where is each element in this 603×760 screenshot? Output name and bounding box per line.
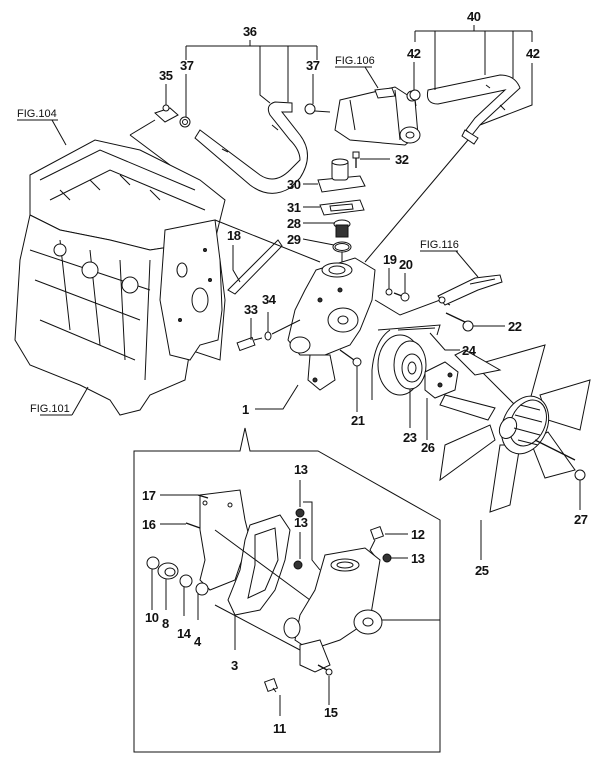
callout-27[interactable]: 27 [574,512,588,527]
callout-13-right[interactable]: 13 [411,551,425,566]
callout-labels: 36 37 37 35 40 42 42 32 30 31 28 29 18 1… [142,9,588,736]
water-pump-assembly [287,257,376,391]
water-temp-sensor-33 [236,336,263,352]
bolt-15 [317,664,333,676]
callout-30[interactable]: 30 [287,177,301,192]
bolt-32 [352,151,360,168]
callout-20[interactable]: 20 [399,257,413,272]
callout-22[interactable]: 22 [508,319,522,334]
callout-16[interactable]: 16 [142,517,156,532]
callout-15[interactable]: 15 [324,705,338,720]
water-hose-36 [194,101,308,194]
fan-pulley-23 [377,334,427,396]
spacer-26 [424,361,459,399]
nut-13-right [382,553,392,563]
fan-25 [439,344,591,513]
callout-24[interactable]: 24 [462,343,477,358]
gasket-plate-17 [199,489,251,591]
fig-106-reference[interactable]: FIG.106 [335,55,379,89]
callout-36[interactable]: 36 [243,24,257,39]
o-ring-10 [146,556,160,570]
union-11 [263,677,279,693]
washer-34 [264,331,272,341]
callout-13-mid[interactable]: 13 [294,515,308,530]
fig-106-text[interactable]: FIG.106 [335,55,375,67]
water-hose-40 [427,74,521,145]
callout-42-left[interactable]: 42 [407,46,421,61]
callout-28[interactable]: 28 [287,216,301,231]
leader-lines [151,25,581,716]
fig-116-reference[interactable]: FIG.116 [420,239,479,278]
union-fitting-35 [129,104,179,166]
callout-33[interactable]: 33 [244,302,258,317]
callout-25[interactable]: 25 [475,563,489,578]
callout-4[interactable]: 4 [194,634,203,649]
thermostat-28 [333,219,351,238]
gasket-3 [227,514,291,616]
egr-cooler [334,86,421,146]
gasket-31 [319,199,365,216]
callout-11[interactable]: 11 [273,721,287,736]
hose-clamp-37-left [179,116,191,128]
bolt-17 [197,494,209,499]
fig-104-text[interactable]: FIG.104 [17,108,57,120]
washer-19 [385,288,393,296]
callout-32[interactable]: 32 [395,152,409,167]
bolt-21 [339,349,362,367]
callout-37-right[interactable]: 37 [306,58,320,73]
callout-17[interactable]: 17 [142,488,156,503]
callout-35[interactable]: 35 [159,68,173,83]
callout-21[interactable]: 21 [351,413,365,428]
hose-clamp-37-right [304,103,331,115]
callout-34[interactable]: 34 [262,292,277,307]
nut-13-top [295,508,305,518]
callout-29[interactable]: 29 [287,232,301,247]
callout-40[interactable]: 40 [467,9,481,24]
nut-13-mid [293,560,303,570]
callout-13-top[interactable]: 13 [294,462,308,477]
water-pump-body [283,547,383,673]
o-ring-14 [179,574,193,588]
union-12 [369,525,385,561]
callout-31[interactable]: 31 [287,200,301,215]
hose-clamp-42 [409,89,421,107]
callout-14[interactable]: 14 [177,626,192,641]
callout-23[interactable]: 23 [403,430,417,445]
callout-18[interactable]: 18 [227,228,241,243]
o-ring-29 [332,241,352,253]
callout-19[interactable]: 19 [383,252,397,267]
callout-42-right[interactable]: 42 [526,46,540,61]
detail-box [133,427,441,753]
callout-8[interactable]: 8 [162,616,170,631]
callout-26[interactable]: 26 [421,440,435,455]
fig-101-reference[interactable]: FIG.101 [30,386,89,416]
fig-104-reference[interactable]: FIG.104 [17,108,67,146]
callout-12[interactable]: 12 [411,527,425,542]
alternator-stay [437,274,503,306]
v-belt-24 [371,324,441,400]
bolt-20 [393,292,410,302]
bolt-16 [185,522,201,529]
callout-37-left[interactable]: 37 [180,58,194,73]
fig-116-text[interactable]: FIG.116 [420,239,459,251]
thermostat-cover-30 [317,158,366,193]
gasket-4 [195,582,209,596]
seal-housing-8 [157,562,179,580]
callout-1[interactable]: 1 [242,402,250,417]
callout-10[interactable]: 10 [145,610,159,625]
cylinder-block [14,139,226,416]
bolt-22 [445,312,474,332]
gasket-18 [214,219,321,295]
fig-101-text[interactable]: FIG.101 [30,403,70,415]
callout-3[interactable]: 3 [231,658,239,673]
